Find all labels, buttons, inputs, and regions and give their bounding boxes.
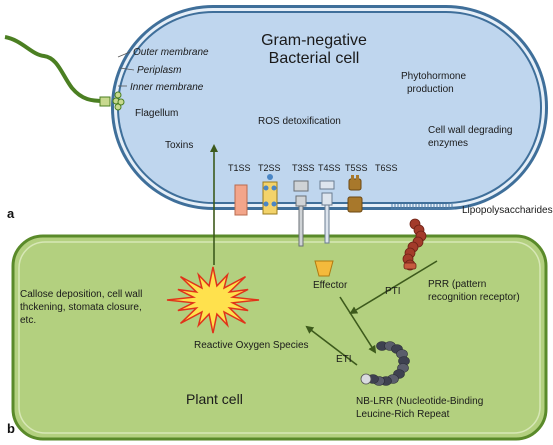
inner-membrane-label: Inner membrane [130,82,204,93]
t4ss-pilus [319,180,335,244]
panel-label-b: b [7,421,15,436]
arrow-pti [349,260,438,315]
plant-cell-title: Plant cell [186,391,243,407]
ss-label-t5ss: T5SS [345,163,368,173]
phytohormone-label-line2: production [407,84,454,95]
prr-label-line2: recognition receptor) [428,292,520,303]
cwde-label-line1: Cell wall degrading [428,125,513,136]
bacterium-title-line2: Bacterial cell [269,50,360,67]
ss-label-t4ss: T4SS [318,163,341,173]
ros-burst-icon [166,266,260,334]
nb-lrr-nb-domain [360,373,372,385]
t3ss-needle [293,180,309,247]
nb-lrr-label-line2: Leucine-Rich Repeat [356,409,450,420]
arrow-eti [305,325,358,366]
callose-label-line2: thckening, stomata closure, [20,302,142,313]
nb-lrr-label-line1: NB-LRR (Nucleotide-Binding [356,396,483,407]
outer-membrane-label: Outer membrane [133,47,209,58]
pti-label: PTI [385,286,401,297]
plant-cell [11,234,548,441]
bacterium-title-line1: Gram-negative [261,32,367,49]
t5ss-autotransporter [347,175,363,213]
ss-label-t1ss: T1SS [228,163,251,173]
phytohormone-label-line1: Phytohormone [401,71,466,82]
panel-label-a: a [7,206,15,221]
lps-label: Lipopolysaccharides [462,205,553,216]
secretion-systems [234,174,363,247]
membrane-pointers [117,51,135,87]
effector-label: Effector [313,280,348,291]
periplasm-label: Periplasm [137,65,181,76]
callose-label-line3: etc. [20,315,36,326]
ros-label: Reactive Oxygen Species [194,340,309,351]
lps-teeth [391,204,453,209]
ss-label-t6ss: T6SS [375,163,398,173]
callose-label-line1: Callose deposition, cell wall [20,289,142,300]
arrows [210,144,438,366]
eti-label: ETI [336,354,352,365]
ros-detox-label: ROS detoxification [258,116,341,127]
toxins-label: Toxins [165,140,193,151]
prr-label-line1: PRR (pattern [428,279,486,290]
t2ss-channel [262,174,278,215]
prr-receptor-icon [402,218,427,271]
flagellum [4,35,125,111]
arrow-effector-to-nblrr [339,296,377,354]
nb-lrr-icon [360,341,410,386]
ss-label-t3ss: T3SS [292,163,315,173]
ss-label-t2ss: T2SS [258,163,281,173]
t1ss-channel [234,184,248,216]
bacterial-cell [111,5,548,210]
cwde-label-line2: enzymes [428,138,468,149]
effector-icon [314,260,334,277]
prr-anchor [403,262,417,270]
flagellum-label: Flagellum [135,108,178,119]
